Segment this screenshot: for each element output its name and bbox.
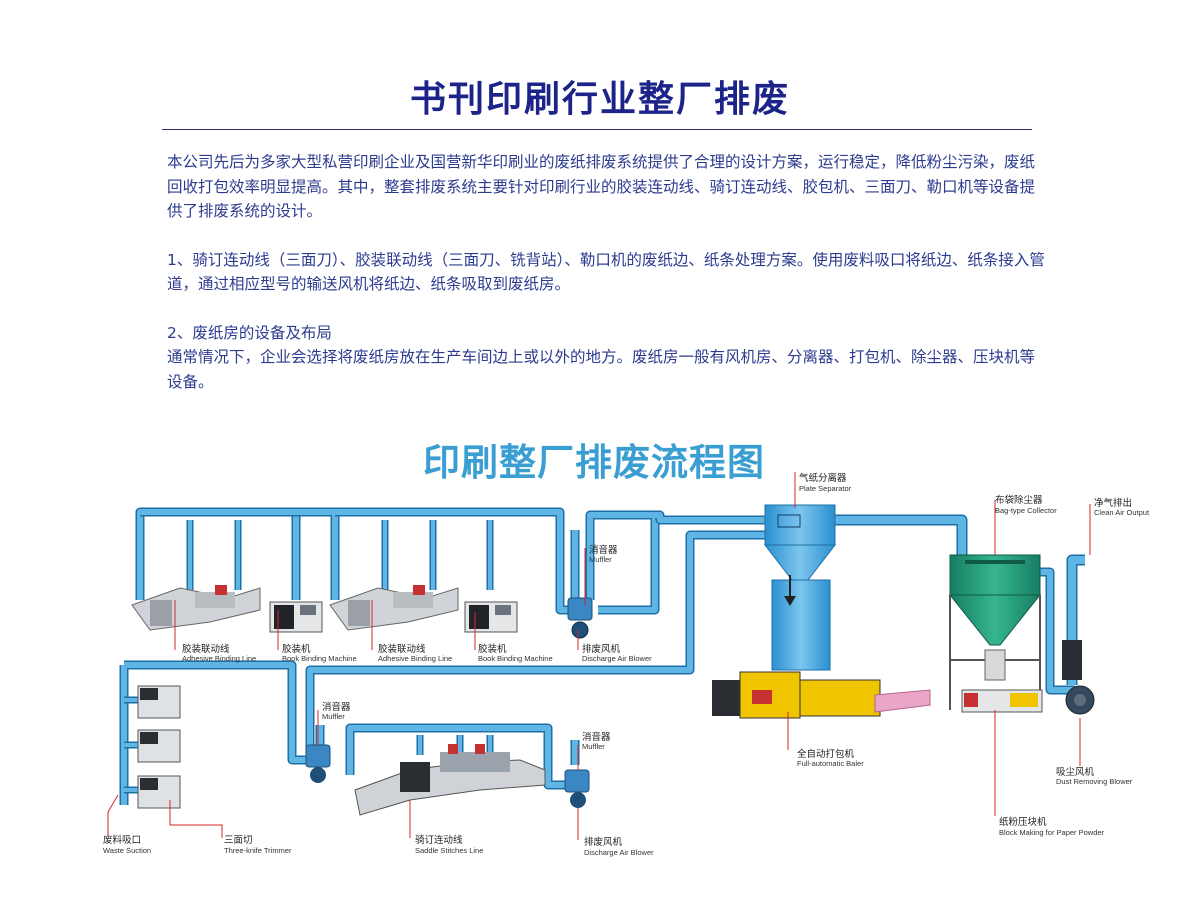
svg-text:Adhesive Binding Line: Adhesive Binding Line — [182, 654, 256, 663]
discharge-blower-mid — [305, 744, 331, 783]
saddle-stitches-line — [354, 744, 546, 816]
intro-paragraph-3-body: 通常情况下，企业会选择将废纸房放在生产车间边上或以外的地方。废纸房一般有风机房、… — [167, 348, 1036, 391]
paragraph-gap — [167, 224, 1047, 248]
plate-separator — [763, 504, 837, 671]
label-muffler-mid: 消音器 Muffler — [322, 701, 351, 721]
svg-text:吸尘风机: 吸尘风机 — [1056, 766, 1095, 778]
bag-type-collector — [948, 554, 1042, 710]
svg-text:气纸分离器: 气纸分离器 — [799, 472, 847, 484]
svg-text:布袋除尘器: 布袋除尘器 — [995, 494, 1043, 506]
page-title: 书刊印刷行业整厂排废 — [409, 79, 790, 120]
book-binding-machine-1 — [269, 601, 323, 633]
label-dust-blower: 吸尘风机 Dust Removing Blower — [1056, 766, 1133, 786]
label-adhesive-1: 胶装联动线 Adhesive Binding Line — [182, 643, 256, 663]
label-saddle-line: 骑订连动线 Saddle Stitches Line — [415, 834, 483, 855]
svg-text:Block Making for Paper Powder: Block Making for Paper Powder — [999, 828, 1105, 837]
svg-text:Discharge Air Blower: Discharge Air Blower — [582, 654, 652, 663]
title-divider — [162, 129, 1032, 130]
svg-text:Discharge Air Blower: Discharge Air Blower — [584, 848, 654, 857]
pipe-network — [119, 507, 1085, 805]
diagram-title: 印刷整厂排废流程图 — [423, 441, 765, 484]
label-book-binding-1: 胶装机 Book Binding Machine — [282, 643, 357, 663]
adhesive-binding-line-2 — [329, 585, 459, 631]
book-binding-machine-2 — [464, 601, 518, 633]
label-baler: 全自动打包机 Full-automatic Baler — [797, 748, 864, 768]
label-book-binding-2: 胶装机 Book Binding Machine — [478, 643, 553, 663]
discharge-blower-top — [567, 597, 593, 639]
leader-lines — [107, 472, 1091, 840]
svg-text:净气排出: 净气排出 — [1094, 497, 1132, 509]
label-muffler-top: 消音器 Muffler — [589, 544, 618, 564]
block-making-machine — [961, 649, 1043, 713]
svg-text:骑订连动线: 骑订连动线 — [415, 834, 463, 846]
svg-text:胶装机: 胶装机 — [282, 643, 311, 655]
svg-text:Full-automatic Baler: Full-automatic Baler — [797, 759, 864, 768]
discharge-blower-low — [564, 769, 590, 808]
label-block-maker: 纸粉压块机 Block Making for Paper Powder — [999, 816, 1105, 837]
intro-text: 本公司先后为多家大型私营印刷企业及国营新华印刷业的废纸排废系统提供了合理的设计方… — [167, 150, 1047, 394]
intro-paragraph-3-title: 2、废纸房的设备及布局 — [167, 323, 332, 342]
label-trimmer: 三面切 Three-knife Trimmer — [224, 835, 292, 855]
label-plate-separator: 气纸分离器 Plate Separator — [799, 472, 852, 493]
svg-text:胶装联动线: 胶装联动线 — [378, 643, 426, 655]
svg-text:Book Binding Machine: Book Binding Machine — [478, 654, 553, 663]
svg-text:Book Binding Machine: Book Binding Machine — [282, 654, 357, 663]
svg-text:排废风机: 排废风机 — [582, 643, 621, 655]
svg-text:废料吸口: 废料吸口 — [103, 834, 141, 846]
intro-paragraph-1: 本公司先后为多家大型私营印刷企业及国营新华印刷业的废纸排废系统提供了合理的设计方… — [167, 153, 1036, 220]
svg-text:Muffler: Muffler — [322, 712, 345, 721]
label-discharge-top: 排废风机 Discharge Air Blower — [582, 643, 652, 663]
full-automatic-baler — [712, 671, 931, 719]
intro-paragraph-2: 1、骑订连动线（三面刀）、胶装联动线（三面刀、铣背站）、勒口机的废纸边、纸条处理… — [167, 250, 1045, 294]
label-clean-air: 净气排出 Clean Air Output — [1094, 497, 1150, 517]
svg-text:排废风机: 排废风机 — [584, 836, 623, 848]
dust-removing-blower — [1062, 640, 1095, 715]
label-muffler-low: 消音器 Muffler — [582, 731, 611, 751]
paragraph-gap — [167, 297, 1047, 321]
svg-text:Waste Suction: Waste Suction — [103, 846, 151, 855]
adhesive-binding-line-1 — [131, 585, 261, 631]
svg-text:消音器: 消音器 — [582, 731, 611, 743]
flow-diagram: 气纸分离器 Plate Separator 布袋除尘器 Bag-type Col… — [103, 472, 1150, 857]
label-bag-collector: 布袋除尘器 Bag-type Collector — [995, 494, 1057, 515]
label-adhesive-2: 胶装联动线 Adhesive Binding Line — [378, 643, 452, 663]
svg-text:Three-knife Trimmer: Three-knife Trimmer — [224, 846, 292, 855]
label-waste-suction: 废料吸口 Waste Suction — [103, 834, 151, 855]
svg-text:消音器: 消音器 — [322, 701, 351, 713]
svg-text:Muffler: Muffler — [589, 555, 612, 564]
svg-text:Plate Separator: Plate Separator — [799, 484, 852, 493]
svg-text:Clean Air Output: Clean Air Output — [1094, 508, 1150, 517]
svg-text:胶装联动线: 胶装联动线 — [182, 643, 230, 655]
svg-text:全自动打包机: 全自动打包机 — [797, 748, 855, 760]
label-discharge-low: 排废风机 Discharge Air Blower — [584, 836, 654, 857]
svg-text:胶装机: 胶装机 — [478, 643, 507, 655]
svg-text:Dust Removing Blower: Dust Removing Blower — [1056, 777, 1133, 786]
svg-text:Bag-type Collector: Bag-type Collector — [995, 506, 1057, 515]
svg-text:消音器: 消音器 — [589, 544, 618, 556]
svg-text:Adhesive Binding Line: Adhesive Binding Line — [378, 654, 452, 663]
svg-text:Muffler: Muffler — [582, 742, 605, 751]
svg-text:三面切: 三面切 — [224, 835, 253, 846]
svg-text:Saddle Stitches Line: Saddle Stitches Line — [415, 846, 483, 855]
svg-text:纸粉压块机: 纸粉压块机 — [999, 816, 1047, 828]
three-knife-trimmers — [137, 685, 181, 809]
